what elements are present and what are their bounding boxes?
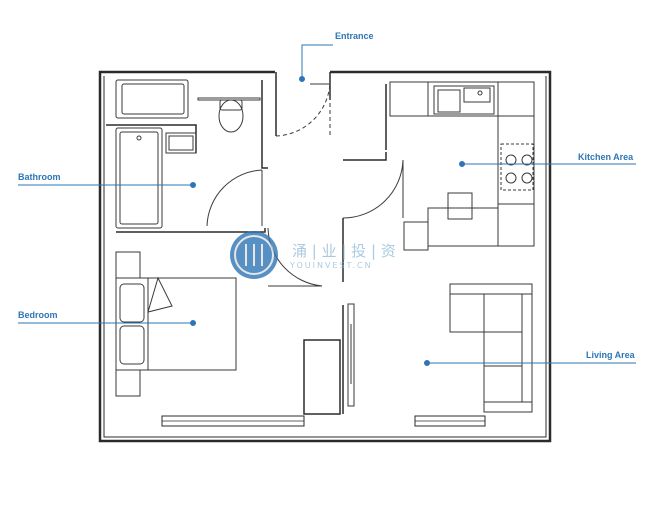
label-bathroom: Bathroom — [18, 172, 61, 182]
watermark-en: YOUINVEST.CN — [290, 261, 373, 270]
bathroom-door — [206, 169, 263, 227]
watermark-cn: 涌 | 业 | 投 | 资 — [292, 242, 396, 260]
kitchen-fixtures — [389, 81, 535, 251]
bathroom-fixtures — [115, 79, 261, 229]
watermark-logo — [230, 231, 278, 279]
label-bedroom: Bedroom — [18, 310, 58, 320]
outer-walls — [98, 70, 552, 443]
leader-lines — [18, 44, 636, 366]
living-furniture — [347, 283, 533, 413]
label-living: Living Area — [586, 350, 635, 360]
living-door — [342, 159, 404, 219]
entrance-door — [275, 81, 331, 138]
bedroom-furniture — [115, 251, 237, 397]
label-entrance: Entrance — [335, 31, 374, 41]
label-kitchen: Kitchen Area — [578, 152, 634, 162]
